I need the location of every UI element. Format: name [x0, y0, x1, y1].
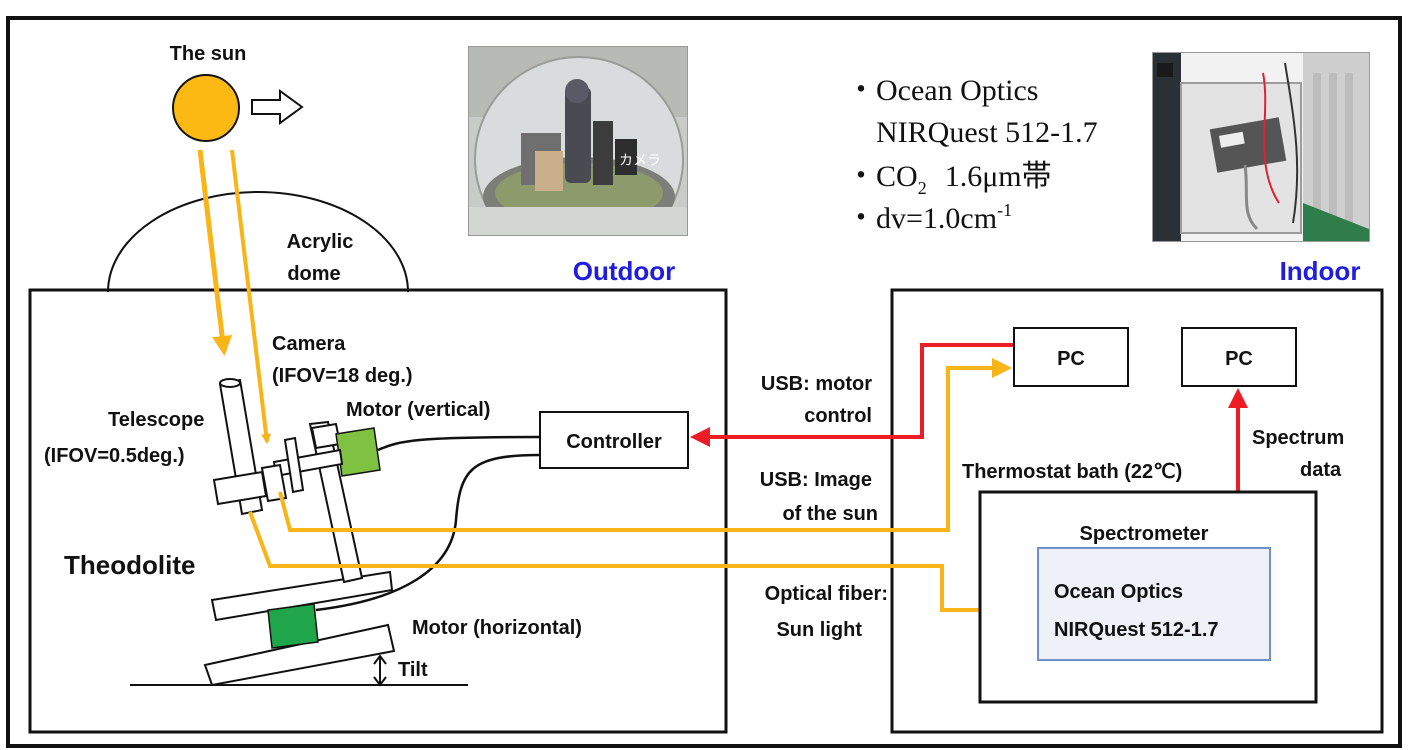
sunlight-ray-telescope — [197, 149, 233, 356]
acrylic-dome — [107, 191, 409, 293]
spectrometer-label: Spectrometer — [1080, 523, 1209, 545]
usb-motor-label-line-2: control — [804, 405, 872, 427]
horizontal-motor-cable — [315, 453, 541, 612]
controller-box — [539, 411, 689, 469]
photo-overlay-text: カメラ — [619, 153, 661, 169]
base-plate-lower — [203, 623, 396, 687]
camera-label-line-1: Camera — [272, 333, 346, 355]
tilt-arrow-head-bottom — [373, 676, 387, 687]
horizontal-motor — [267, 603, 319, 649]
spec-line-4: ・dv=1.0cm-1 — [846, 200, 1012, 235]
spectrum-label-line-1: Spectrum — [1252, 427, 1344, 449]
outdoor-section-label: Outdoor — [573, 256, 676, 286]
indoor-photo — [1152, 52, 1370, 242]
fiber-label-line-1: Optical fiber: — [765, 583, 888, 605]
thermostat-label: Thermostat bath (22℃) — [962, 461, 1182, 483]
outdoor-box — [28, 288, 728, 734]
telescope-mount — [212, 470, 268, 506]
tilt-label: Tilt — [398, 659, 428, 681]
sunlight-ray-camera — [230, 149, 272, 444]
tilt-arrow-head-top — [373, 654, 387, 665]
fiber-label-line-2: Sun light — [776, 619, 862, 641]
motor-vertical-label: Motor (vertical) — [346, 399, 490, 421]
spectrum-label-line-2: data — [1300, 459, 1342, 481]
sun-motion-arrow-icon — [251, 89, 304, 125]
outdoor-photo-image: カメラ — [469, 47, 687, 235]
telescope-aperture — [219, 378, 241, 388]
outer-frame — [6, 16, 1402, 748]
spec-line-3-prefix: ・CO — [846, 160, 918, 193]
spec-line-3-subscript: 2 — [918, 178, 927, 198]
pc-box-2 — [1181, 327, 1297, 387]
spectrometer-box — [1037, 547, 1271, 661]
base-plate-upper — [210, 570, 394, 622]
instrument-label-line-2: NIRQuest 512-1.7 — [1054, 619, 1219, 641]
pc-label-2: PC — [1225, 348, 1253, 370]
telescope-label-line-2: (IFOV=0.5deg.) — [44, 445, 185, 467]
motor-horizontal-label: Motor (horizontal) — [412, 617, 582, 639]
indoor-section-label: Indoor — [1280, 256, 1361, 286]
theodolite — [130, 378, 468, 687]
spec-line-3-suffix: 1.6μm帯 — [945, 160, 1052, 193]
outdoor-photo: カメラ — [468, 46, 688, 236]
usb-motor-label-line-1: USB: motor — [761, 373, 872, 395]
spec-line-3: ・CO2 1.6μm帯 — [846, 160, 1052, 198]
spec-line-1: ・Ocean Optics — [846, 74, 1038, 107]
vertical-motor-cable — [377, 435, 541, 452]
pc-label-1: PC — [1057, 348, 1085, 370]
sun-label: The sun — [170, 43, 247, 65]
telescope-label-line-1: Telescope — [108, 409, 204, 431]
spec-list: ・Ocean Optics NIRQuest 512-1.7 ・CO2 1.6μm… — [846, 74, 1098, 235]
motor-control-line — [690, 343, 1014, 447]
camera-label-line-2: (IFOV=18 deg.) — [272, 365, 413, 387]
dome-label-line-1: Acrylic — [287, 231, 354, 253]
indoor-photo-image — [1153, 53, 1369, 241]
sun-icon — [172, 74, 240, 142]
camera-image-line — [278, 358, 1012, 532]
pc-box-1 — [1013, 327, 1129, 387]
camera-lens — [283, 436, 305, 494]
usb-image-label-line-1: USB: Image — [760, 469, 872, 491]
spec-line-4-prefix: ・dv=1.0cm — [846, 202, 997, 235]
vertical-motor — [335, 427, 381, 477]
spec-line-2: NIRQuest 512-1.7 — [876, 116, 1098, 149]
theodolite-label: Theodolite — [64, 550, 195, 580]
instrument-label-line-1: Ocean Optics — [1054, 581, 1183, 603]
spec-line-4-superscript: -1 — [997, 200, 1012, 220]
usb-image-label-line-2: of the sun — [782, 503, 878, 525]
optical-fiber-line — [248, 511, 1034, 620]
dome-label-line-2: dome — [287, 263, 340, 285]
controller-label: Controller — [566, 431, 662, 453]
indoor-box — [890, 288, 1384, 734]
